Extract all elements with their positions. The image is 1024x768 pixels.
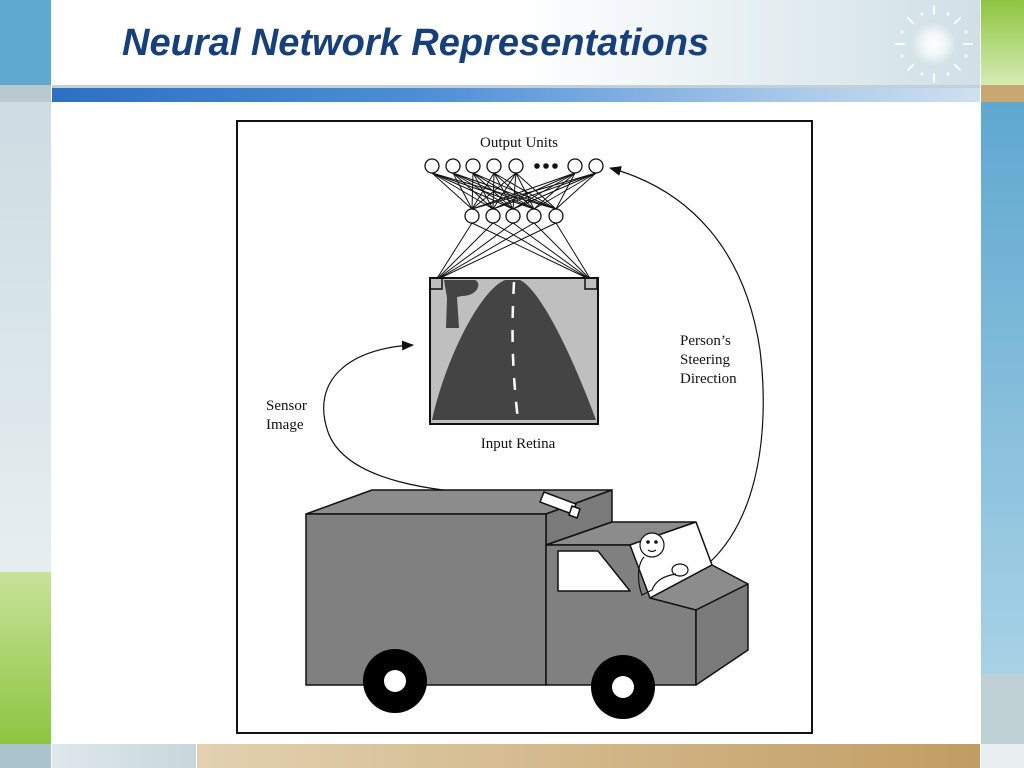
output-unit: [508, 158, 524, 174]
input-retina: [429, 277, 599, 425]
hidden-unit: [548, 208, 564, 224]
output-units-label: Output Units: [480, 135, 558, 151]
network-connection: [435, 222, 557, 281]
network-connection: [452, 172, 557, 210]
network-connection: [435, 222, 514, 281]
input-retina-label: Input Retina: [481, 436, 556, 452]
hidden-unit: [485, 208, 501, 224]
sparkle-icon: [895, 5, 973, 83]
hidden-units: [464, 208, 564, 224]
output-unit: [445, 158, 461, 174]
steering-wheel: [671, 563, 689, 577]
frame-right-bottom: [981, 744, 1024, 768]
frame-bottom-light: [52, 744, 196, 768]
network-connection: [555, 172, 576, 210]
output-unit: [424, 158, 440, 174]
network-connection: [492, 222, 592, 281]
driver-figure: [637, 532, 689, 596]
tree-icon: [444, 280, 479, 328]
network-connection: [471, 222, 592, 281]
steering-direction-arrow: [609, 166, 764, 581]
slide-title: Neural Network Representations: [122, 22, 710, 64]
frame-left-gray-strip: [0, 85, 51, 102]
title-rule-gray: [52, 85, 980, 88]
ellipsis-dots: [534, 163, 558, 169]
hidden-unit: [526, 208, 542, 224]
network-connection: [431, 172, 557, 210]
title-rule-blue: [52, 88, 980, 102]
output-unit: [465, 158, 481, 174]
hidden-unit: [464, 208, 480, 224]
driver-head: [639, 532, 665, 558]
frame-right-blue: [981, 102, 1024, 674]
hidden-to-output-connections: [431, 172, 597, 210]
sensor-label-line2: Image: [266, 417, 304, 433]
network-connection: [431, 172, 473, 210]
network-connection: [533, 172, 576, 210]
network-connection: [555, 222, 592, 281]
output-unit: [588, 158, 604, 174]
frame-left-mid: [0, 102, 51, 572]
frame-right-green: [981, 0, 1024, 85]
vehicle-body: [305, 513, 547, 686]
retina-corner-left: [429, 277, 443, 290]
network-connection: [533, 222, 592, 281]
hidden-unit: [505, 208, 521, 224]
network-connection: [431, 172, 494, 210]
network-connection: [515, 172, 557, 210]
camera-icon: [539, 491, 581, 519]
driver-body: [637, 556, 677, 596]
network-connection: [493, 172, 557, 210]
retina-to-hidden-connections: [435, 222, 592, 281]
output-unit: [567, 158, 583, 174]
output-unit: [486, 158, 502, 174]
vehicle-side-window: [557, 550, 631, 592]
network-connection: [431, 172, 535, 210]
title-band: [52, 0, 980, 85]
frame-right-gray: [981, 674, 1024, 744]
vehicle-front: [695, 583, 749, 686]
frame-right-tan: [981, 85, 1024, 102]
network-connection: [555, 172, 597, 210]
frame-left-top-blue: [0, 0, 51, 85]
network-connection: [431, 172, 514, 210]
network-connection: [435, 222, 535, 281]
steering-label-line3: Direction: [680, 371, 737, 387]
wheels: [363, 649, 655, 719]
network-connection: [472, 172, 557, 210]
frame-left-green: [0, 572, 51, 744]
steering-label-line2: Steering: [680, 352, 730, 368]
network-connection: [435, 222, 473, 281]
network-connection: [512, 222, 592, 281]
road: [432, 280, 596, 420]
sensor-label-line1: Sensor: [266, 398, 307, 414]
steering-label-line1: Person’s: [680, 333, 731, 349]
frame-left-bottom: [0, 744, 51, 768]
frame-bottom-tan: [197, 744, 980, 768]
retina-corner-right: [584, 277, 598, 290]
network-connection: [435, 222, 494, 281]
output-units: [424, 158, 604, 174]
